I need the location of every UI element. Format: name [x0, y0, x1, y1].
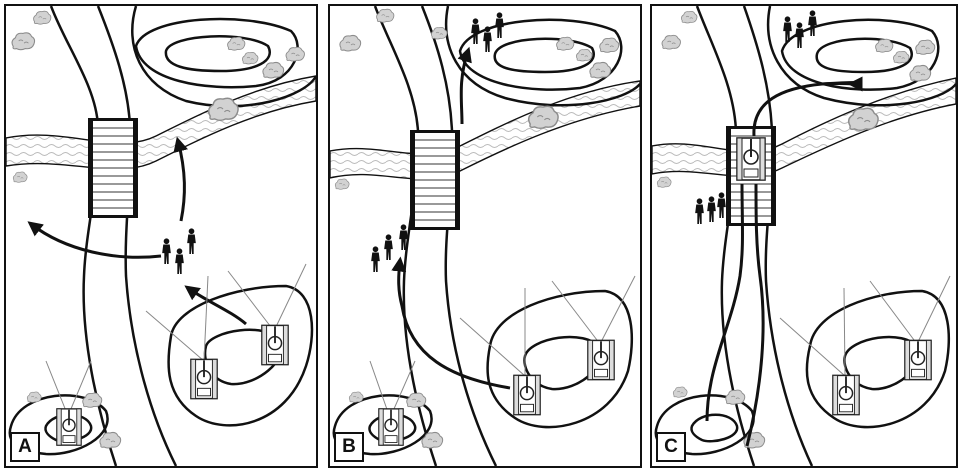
- tank: [190, 358, 218, 400]
- bushes: [11, 10, 305, 449]
- movement-arrow-west: [27, 221, 162, 259]
- sight-lines: [779, 275, 951, 377]
- movement-arrow-north: [457, 46, 472, 125]
- panel-a: A: [4, 4, 318, 468]
- tank: [56, 408, 82, 446]
- bridge: [88, 118, 138, 218]
- soldier-squad: [695, 192, 726, 224]
- movement-path-right: [745, 183, 765, 447]
- tank: [261, 324, 289, 366]
- contour-hill-east: [167, 284, 314, 427]
- tank: [513, 374, 541, 416]
- river: [652, 77, 956, 177]
- panel-label-a: A: [10, 432, 40, 462]
- panel-c: C: [650, 4, 958, 468]
- contour-hill-east: [486, 289, 634, 429]
- soldier-squad: [162, 228, 196, 274]
- contour-line: [131, 6, 316, 108]
- panel-b: B: [328, 4, 642, 468]
- tank: [832, 374, 860, 416]
- contour-hill-north-inner: [164, 35, 271, 73]
- movement-arrow-from-tanks: [184, 285, 247, 326]
- bushes: [656, 10, 936, 449]
- map-a: [6, 6, 316, 466]
- sight-lines: [45, 263, 307, 417]
- movement-arrow-north: [173, 136, 188, 222]
- contour-hill-north: [458, 18, 623, 91]
- movement-arrow-from-tanks: [391, 256, 511, 390]
- contour-line: [444, 6, 640, 107]
- map-c: [652, 6, 956, 466]
- contour-hill-north-inner: [815, 37, 913, 74]
- contour-hill-southwest-inner: [690, 413, 739, 443]
- panel-label-c: C: [656, 432, 686, 462]
- bridge: [410, 130, 460, 230]
- contour-hill-north-inner: [493, 37, 595, 74]
- tank: [378, 408, 404, 446]
- tank: [736, 136, 766, 182]
- river: [330, 80, 640, 180]
- tank: [904, 339, 932, 381]
- tank: [587, 339, 615, 381]
- panel-label-b: B: [334, 432, 364, 462]
- road-right-edge: [96, 6, 178, 466]
- contour-line: [766, 6, 956, 107]
- road-right-edge: [420, 6, 498, 466]
- movement-path-left: [705, 183, 744, 422]
- soldier-squad: [371, 224, 408, 272]
- map-b: [330, 6, 640, 466]
- soldier-squad: [471, 12, 504, 52]
- contour-hill-east: [805, 289, 951, 429]
- river: [6, 75, 316, 170]
